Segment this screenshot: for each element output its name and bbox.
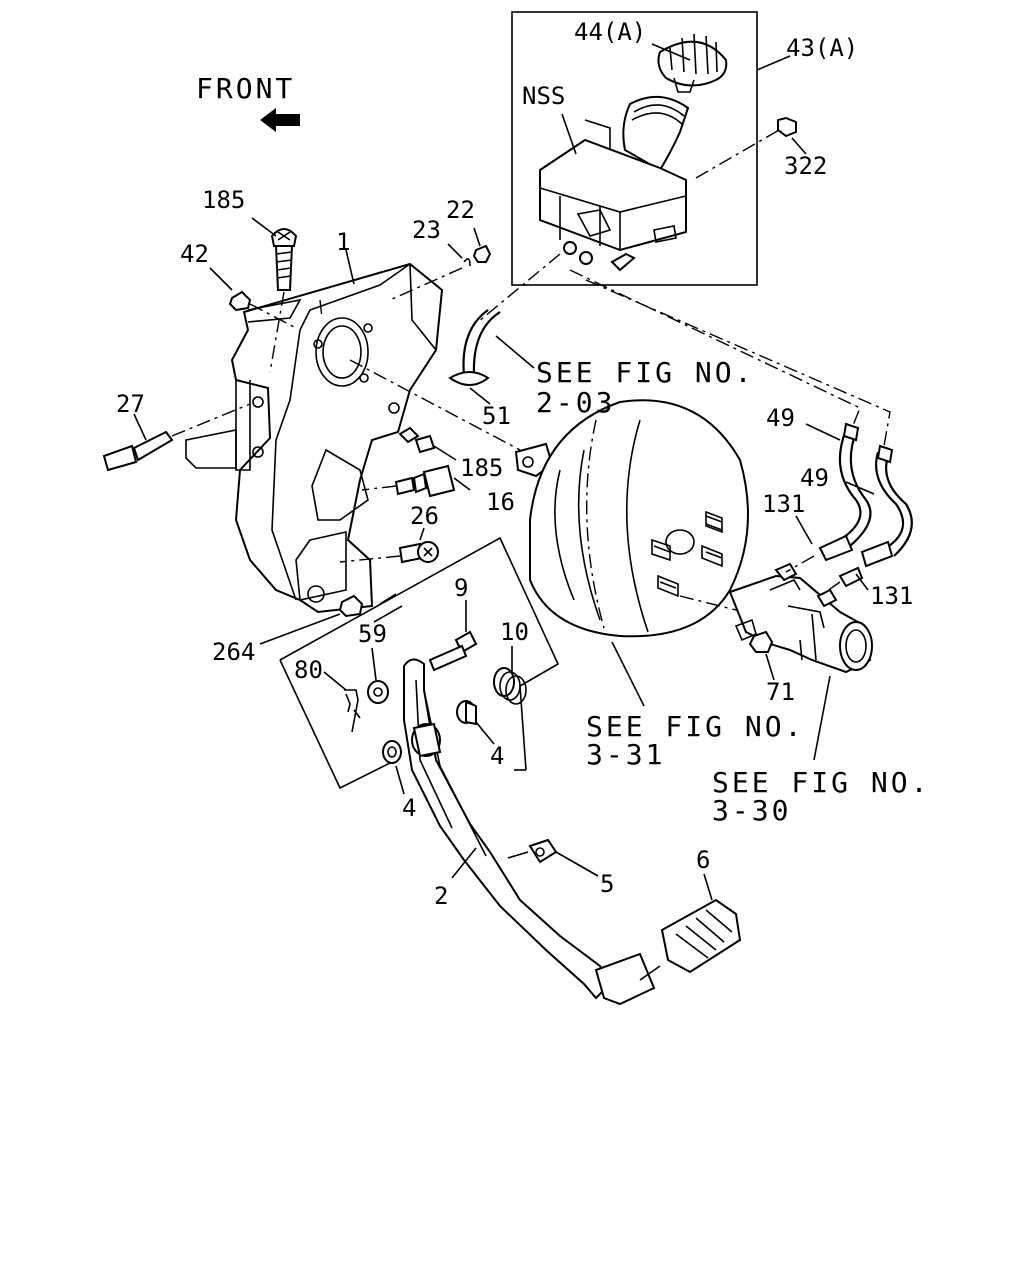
label-9: 9 [454, 574, 468, 602]
label-5: 5 [600, 870, 614, 898]
pedal-pad-base [594, 952, 656, 1006]
label-42: 42 [180, 240, 209, 268]
nut-42 [228, 290, 252, 312]
ref-fig-330-line2: 3-30 [712, 794, 791, 827]
pedal-pad-6 [639, 873, 742, 981]
brake-booster [529, 399, 749, 707]
washer-59 [367, 680, 389, 704]
label-322: 322 [784, 152, 827, 180]
label-49-top: 49 [766, 404, 795, 432]
front-label: FRONT [196, 72, 295, 105]
reservoir-group [511, 11, 807, 286]
label-1: 1 [336, 228, 350, 256]
label-16: 16 [486, 488, 515, 516]
nut-22 [472, 244, 492, 263]
label-27: 27 [116, 390, 145, 418]
label-185-top: 185 [202, 186, 245, 214]
pin-27 [102, 403, 251, 472]
label-23: 23 [412, 216, 441, 244]
label-71: 71 [766, 678, 795, 706]
label-4-left: 4 [402, 794, 416, 822]
ref-fig-331-line2: 3-31 [586, 738, 665, 771]
reservoir-neck [622, 95, 690, 172]
ref-fig-331-line1: SEE FIG NO. [586, 710, 804, 743]
washer-23 [463, 258, 471, 267]
label-26: 26 [410, 502, 439, 530]
label-185-mid: 185 [460, 454, 503, 482]
label-nss: NSS [522, 82, 565, 110]
label-131-right: 131 [870, 582, 913, 610]
bushing-4-left [382, 740, 402, 764]
label-22: 22 [446, 196, 475, 224]
label-131-top: 131 [762, 490, 805, 518]
label-80: 80 [294, 656, 323, 684]
label-10: 10 [500, 618, 529, 646]
spring-10 [493, 646, 527, 705]
label-6: 6 [696, 846, 710, 874]
nut-71 [748, 630, 774, 653]
pin-9 [428, 600, 478, 672]
ref-fig-330-line1: SEE FIG NO. [712, 766, 930, 799]
pedal-arm [403, 658, 656, 1006]
front-arrow-icon [260, 108, 300, 132]
label-51: 51 [482, 402, 511, 430]
label-44a: 44(A) [574, 18, 646, 46]
label-43a: 43(A) [786, 34, 858, 62]
bracket-5 [528, 838, 558, 864]
label-264: 264 [212, 638, 255, 666]
label-4-right: 4 [490, 742, 504, 770]
pipes-49 [785, 422, 913, 597]
reservoir-tank [539, 138, 687, 252]
hose-51 [448, 309, 535, 405]
nut-264 [338, 594, 364, 618]
label-2: 2 [434, 882, 448, 910]
label-49-mid: 49 [800, 464, 829, 492]
hardware-box [279, 536, 560, 687]
master-cylinder [728, 562, 873, 761]
ref-fig-203-line2: 2-03 [536, 386, 615, 419]
reservoir-frame [511, 11, 758, 286]
clip-80 [344, 689, 361, 733]
ref-fig-203-line1: SEE FIG NO. [536, 356, 754, 389]
pedal-bracket [185, 262, 444, 614]
switch-assembly [339, 426, 471, 564]
bolt-185-top [251, 217, 298, 373]
label-59: 59 [358, 620, 387, 648]
